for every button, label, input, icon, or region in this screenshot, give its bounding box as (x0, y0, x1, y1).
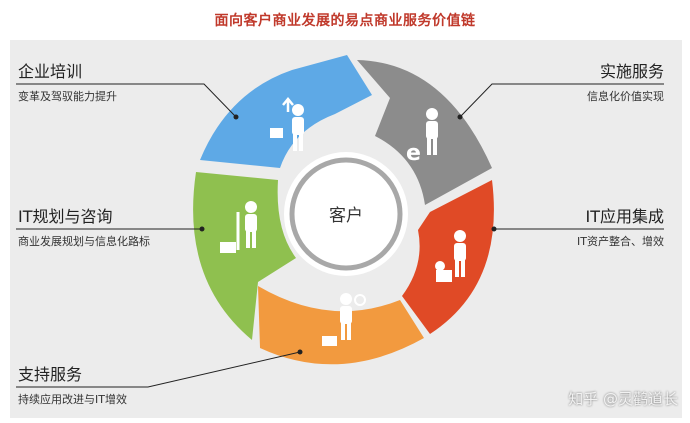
e-letter-icon: e (406, 141, 421, 166)
label-subtitle: IT资产整合、增效 (577, 235, 664, 248)
arrow-up-icon (282, 97, 294, 112)
box-icon (436, 270, 452, 282)
leader-line-training (16, 83, 237, 118)
label-title: 支持服务 (18, 365, 83, 384)
magnifier-icon (354, 294, 366, 306)
ring-segment-support (258, 286, 424, 365)
ring-segment-consulting (193, 172, 296, 340)
center-disc (284, 152, 408, 276)
center-ring (289, 157, 403, 271)
gear-icon (435, 261, 445, 271)
label-title: 企业培训 (18, 62, 83, 81)
ring-segment-services: e (357, 60, 492, 205)
label-title: 实施服务 (599, 62, 664, 81)
label-support: 支持服务 持续应用改进与IT增效 (18, 365, 127, 407)
segment-shape (193, 172, 296, 340)
center-label: 客户 (329, 206, 363, 226)
label-subtitle: 持续应用改进与IT增效 (18, 393, 127, 406)
label-integration: IT应用集成 IT资产整合、增效 (577, 207, 664, 249)
ring-segment-integration (402, 180, 494, 334)
person-icon (292, 104, 304, 151)
box-icon (322, 336, 337, 346)
diagram-title: 面向客户商业发展的易点商业服务价值链 (214, 13, 476, 29)
label-title: IT规划与咨询 (18, 207, 113, 226)
leader-lines (16, 83, 664, 388)
ring-segment-training (200, 55, 372, 168)
label-subtitle: 信息化价值实现 (587, 90, 664, 103)
segment-shape (357, 60, 492, 205)
watermark: 知乎 @灵鹳道长 (568, 390, 678, 408)
label-title: IT应用集成 (585, 207, 665, 226)
label-subtitle: 商业发展规划与信息化路标 (18, 235, 150, 248)
box-icon (220, 242, 236, 253)
label-subtitle: 变革及驾驭能力提升 (18, 90, 117, 103)
segment-shape (200, 55, 372, 168)
leader-line-support (16, 351, 301, 388)
segment-shape (402, 180, 494, 334)
leader-line-services (459, 83, 664, 118)
label-consulting: IT规划与咨询 商业发展规划与信息化路标 (18, 207, 150, 249)
label-training: 企业培训 变革及驾驭能力提升 (18, 62, 117, 104)
label-services: 实施服务 信息化价值实现 (587, 62, 664, 104)
box-icon (270, 128, 283, 138)
